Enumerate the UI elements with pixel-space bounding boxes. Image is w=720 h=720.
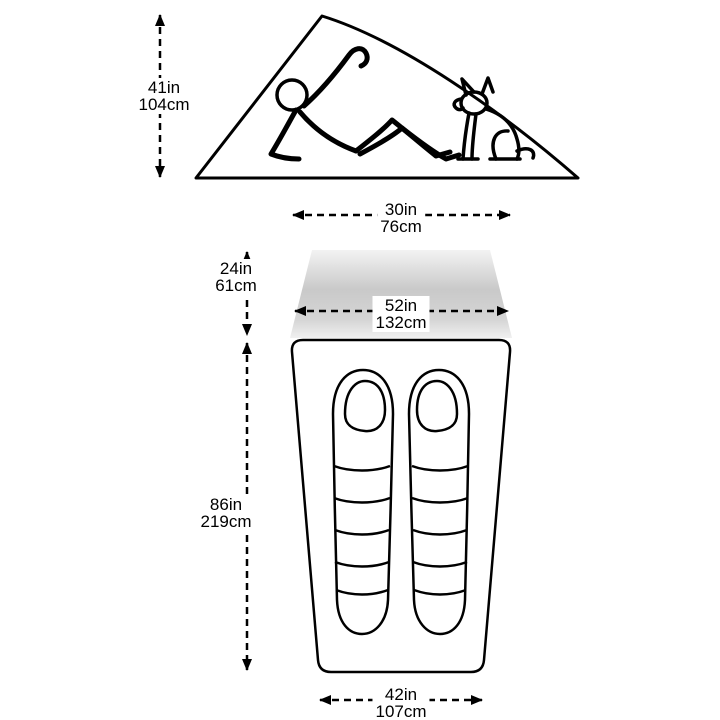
floor-outline [290, 338, 512, 674]
vestibule-depth-imperial: 24in [219, 259, 253, 278]
peak-height-metric: 104cm [138, 95, 190, 114]
sleeping-bag-right [407, 368, 471, 636]
vestibule-width-label: 30in 76cm [377, 200, 425, 236]
door-width-label: 52in 132cm [372, 296, 430, 332]
foot-width-imperial: 42in [384, 685, 418, 704]
foot-width-metric: 107cm [375, 702, 427, 720]
vestibule-shape [290, 250, 512, 338]
peak-height-label: 41in 104cm [135, 78, 193, 114]
vestibule-depth-metric: 61cm [215, 276, 257, 295]
door-width-imperial: 52in [384, 296, 418, 315]
person-figure [268, 46, 462, 162]
peak-height-imperial: 41in [147, 78, 181, 97]
floor-length-label: 86in 219cm [197, 495, 255, 531]
vestibule-depth-label: 24in 61cm [212, 259, 260, 295]
floor-length-imperial: 86in [209, 495, 243, 514]
vestibule-width-metric: 76cm [380, 217, 422, 236]
foot-width-label: 42in 107cm [372, 685, 430, 720]
vestibule-width-imperial: 30in [384, 200, 418, 219]
dog-figure [452, 76, 536, 161]
floor-length-metric: 219cm [200, 512, 252, 531]
tent-side-profile [194, 14, 580, 180]
sleeping-bag-left [331, 368, 395, 636]
door-width-metric: 132cm [375, 313, 427, 332]
